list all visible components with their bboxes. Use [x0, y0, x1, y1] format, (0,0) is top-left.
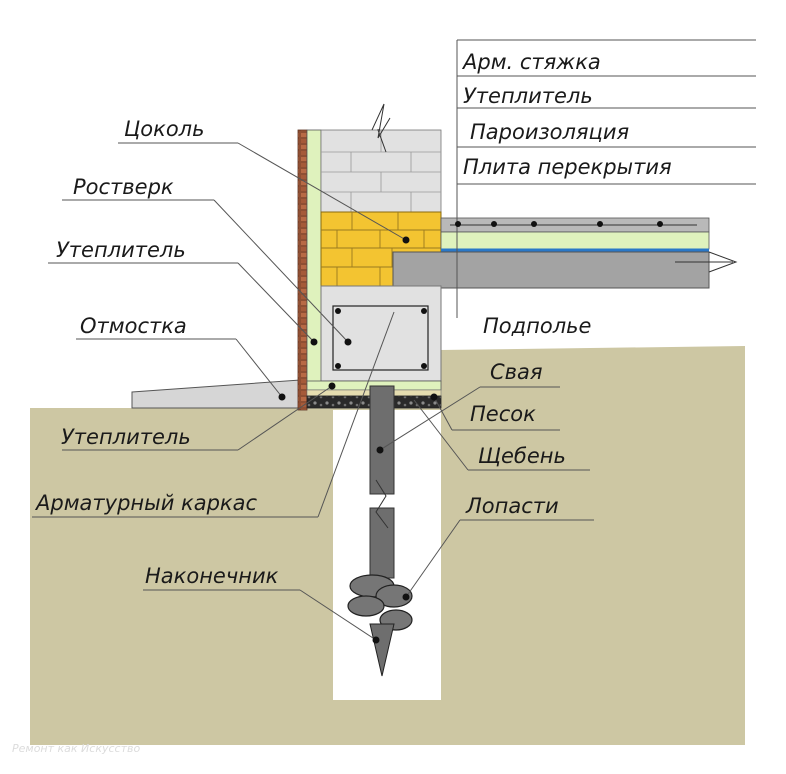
rebar-dots: [335, 308, 427, 369]
label-arm-styazhka: Арм. стяжка: [461, 50, 601, 74]
pile-break-mark: [375, 479, 389, 529]
label-rostverk: Ростверк: [73, 175, 174, 199]
pile-lower: [369, 507, 395, 579]
label-uteplitel-bottom: Утеплитель: [61, 425, 191, 449]
pile-upper: [369, 385, 395, 495]
watermark: Ремонт как Искусство: [12, 742, 140, 755]
label-shcheben: Щебень: [478, 444, 566, 468]
label-otmostka: Отмостка: [80, 314, 187, 338]
label-uteplitel-left: Утеплитель: [56, 238, 186, 262]
block-wall-joints: [321, 130, 441, 212]
label-uteplitel-top: Утеплитель: [463, 84, 593, 108]
insulation-vertical: [306, 129, 322, 386]
floor-slab: [392, 251, 710, 289]
slab-break-mark: [675, 251, 738, 273]
facing-brick: [297, 129, 308, 411]
label-paroizolyatsiya: Пароизоляция: [470, 120, 629, 144]
label-armaturnyi-karkas: Арматурный каркас: [34, 491, 257, 515]
right-leaders: [379, 386, 594, 598]
grillage-rostverk: [320, 285, 442, 382]
top-right-leaders: [456, 39, 756, 318]
floor-insulation: [440, 231, 710, 250]
label-svaya: Свая: [490, 360, 543, 384]
rebar-cage: [332, 305, 429, 371]
label-nakonechnik: Наконечник: [145, 564, 279, 588]
otmostka-slab: [131, 379, 301, 409]
leader-dots: [278, 221, 663, 644]
label-tsokol: Цоколь: [124, 117, 204, 141]
label-podpolye: Подполье: [483, 314, 591, 338]
left-leaders: [32, 142, 407, 641]
label-pesok: Песок: [470, 402, 536, 426]
plinth-joints: [321, 212, 441, 286]
label-lopasti: Лопасти: [465, 494, 559, 518]
label-plita-perekrytiya: Плита перекрытия: [463, 155, 672, 179]
